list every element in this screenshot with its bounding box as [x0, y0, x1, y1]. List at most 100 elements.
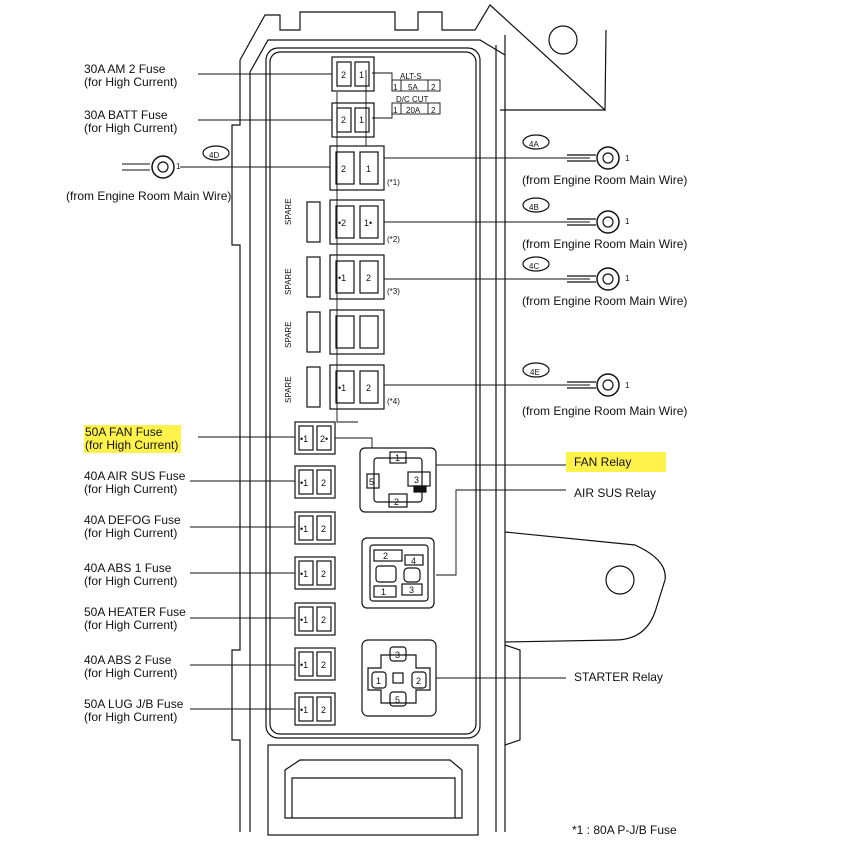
spare-label-2: SPARE: [284, 268, 293, 295]
connector-pin-4b: 1: [625, 217, 630, 226]
connector-tag-4d: 4D: [209, 151, 220, 160]
connector-caption-4a: (from Engine Room Main Wire): [522, 173, 688, 187]
svg-text:1: 1: [395, 453, 400, 463]
svg-text:2: 2: [383, 551, 388, 561]
svg-text:•1: •1: [300, 478, 308, 488]
connector-tag-4c: 4C: [529, 262, 540, 271]
svg-text:1•: 1•: [364, 218, 372, 228]
fuse-am2: 2 1: [331, 56, 375, 92]
footnote-star1: (*1): [387, 178, 400, 187]
footnote-star2: (*2): [387, 235, 400, 244]
left-label-heater: 50A HEATER Fuse (for High Current): [84, 605, 186, 632]
svg-text:1: 1: [381, 587, 386, 597]
small-fuses: •1 2• •1 2 •1 2 •1 2 •1 2 •1 2 •1 2: [294, 421, 336, 726]
alts-pin2: 2: [431, 83, 436, 92]
left-leader-lines: [180, 73, 332, 710]
fan-relay: 1 5 3 2: [335, 437, 437, 513]
svg-text:1: 1: [359, 115, 364, 125]
connector-pin-4e: 1: [625, 381, 630, 390]
spare-label-4: SPARE: [284, 376, 293, 403]
relay-label-air-sus: AIR SUS Relay: [574, 486, 657, 500]
connector-caption-left: (from Engine Room Main Wire): [66, 189, 232, 203]
connector-tag-4e: 4E: [530, 368, 540, 377]
svg-text:1: 1: [366, 164, 371, 174]
svg-text:2: 2: [366, 383, 371, 393]
svg-text:4: 4: [411, 556, 416, 566]
connector-tag-4a: 4A: [529, 140, 539, 149]
left-label-lug: 50A LUG J/B Fuse (for High Current): [84, 697, 184, 724]
svg-text:2: 2: [341, 115, 346, 125]
svg-text:2: 2: [321, 660, 326, 670]
dccut-name: D/C CUT: [396, 95, 429, 104]
fuse-star4: •1 2: [306, 364, 385, 410]
dccut-pin1: 1: [393, 106, 398, 115]
svg-text:1: 1: [376, 676, 381, 686]
svg-text:1: 1: [359, 70, 364, 80]
dccut-amp: 20A: [406, 106, 421, 115]
left-label-am2: 30A AM 2 Fuse (for High Current): [84, 62, 178, 89]
footer-note: *1 : 80A P-J/B Fuse: [572, 823, 677, 837]
fuse-star3: •1 2: [306, 254, 385, 300]
connector-tag-ovals: [202, 134, 550, 378]
ring-terminals-right: [567, 146, 620, 397]
svg-text:2: 2: [394, 497, 399, 507]
svg-text:2: 2: [366, 273, 371, 283]
footnote-star3: (*3): [387, 287, 400, 296]
fuse-spare-empty: [306, 309, 385, 355]
svg-text:•1: •1: [338, 383, 346, 393]
svg-text:2: 2: [321, 615, 326, 625]
svg-text:3: 3: [395, 650, 400, 660]
housing-outline: [231, 4, 666, 836]
air-sus-relay: 2 4 1 3: [361, 537, 435, 609]
dccut-pin2: 2: [431, 106, 436, 115]
connector-pin-4a: 1: [625, 154, 630, 163]
alts-pin1: 1: [393, 83, 398, 92]
svg-text:•1: •1: [338, 273, 346, 283]
svg-text:•1: •1: [300, 524, 308, 534]
left-label-abs1: 40A ABS 1 Fuse (for High Current): [84, 561, 178, 588]
svg-text:•1: •1: [300, 569, 308, 579]
left-label-defog: 40A DEFOG Fuse (for High Current): [84, 513, 181, 540]
spare-label-1: SPARE: [284, 198, 293, 225]
fuse-star2: •2 1•: [306, 199, 385, 245]
svg-text:3: 3: [414, 475, 419, 485]
svg-text:2: 2: [341, 70, 346, 80]
left-label-fan: 50A FAN Fuse (for High Current): [84, 425, 182, 453]
connector-pin-4c: 1: [625, 274, 630, 283]
alts-amp: 5A: [408, 83, 418, 92]
connector-caption-4e: (from Engine Room Main Wire): [522, 404, 688, 418]
svg-text:2•: 2•: [320, 434, 328, 444]
connector-caption-4b: (from Engine Room Main Wire): [522, 237, 688, 251]
ring-terminal-left: [122, 155, 175, 179]
svg-text:•2: •2: [338, 218, 346, 228]
svg-text:2: 2: [341, 164, 346, 174]
svg-text:2: 2: [321, 569, 326, 579]
svg-text:•1: •1: [300, 660, 308, 670]
starter-relay: 3 1 2 5: [361, 639, 437, 717]
svg-text:2: 2: [321, 705, 326, 715]
spare-label-3: SPARE: [284, 321, 293, 348]
svg-text:5: 5: [395, 695, 400, 705]
footnote-star4: (*4): [387, 397, 400, 406]
alts-name: ALT-S: [400, 72, 422, 81]
relay-label-fan: FAN Relay: [566, 452, 666, 472]
svg-text:5: 5: [369, 477, 374, 487]
svg-text:2: 2: [321, 478, 326, 488]
fuse-batt: 2 1: [331, 102, 375, 138]
connector-pin-left: 1: [176, 162, 181, 171]
svg-text:2: 2: [321, 524, 326, 534]
connector-tag-4b: 4B: [529, 203, 539, 212]
svg-text:2: 2: [416, 676, 421, 686]
left-label-batt: 30A BATT Fuse (for High Current): [84, 108, 178, 135]
svg-text:3: 3: [409, 585, 414, 595]
relay-label-starter: STARTER Relay: [574, 670, 663, 684]
fuse-alts-dccut-table: [372, 72, 441, 119]
left-label-abs2: 40A ABS 2 Fuse (for High Current): [84, 653, 178, 680]
svg-text:•1: •1: [300, 434, 308, 444]
connector-caption-4c: (from Engine Room Main Wire): [522, 294, 688, 308]
fuse-star1: 2 1: [329, 145, 385, 191]
left-label-air-sus: 40A AIR SUS Fuse (for High Current): [84, 469, 186, 496]
svg-text:•1: •1: [300, 705, 308, 715]
svg-text:•1: •1: [300, 615, 308, 625]
